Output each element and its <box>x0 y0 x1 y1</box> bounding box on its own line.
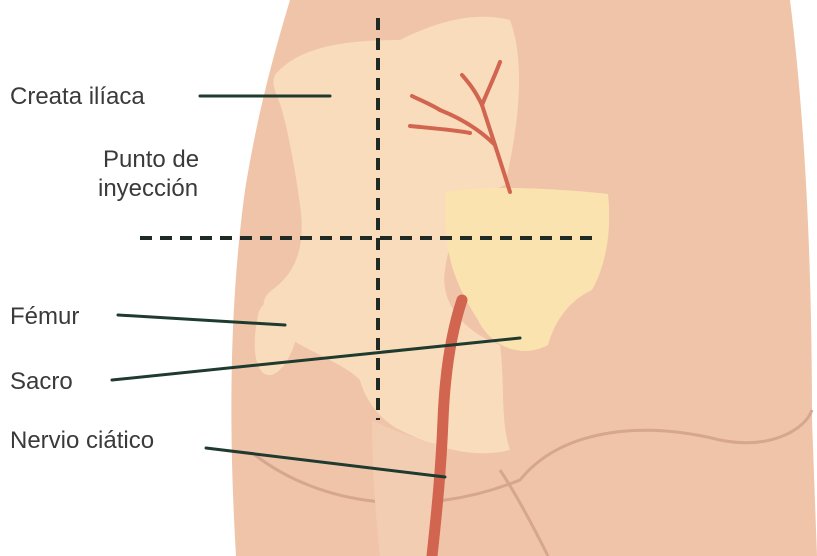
label-cresta-iliaca: Creata ilíaca <box>10 83 145 110</box>
label-nervio-ciatico: Nervio ciático <box>10 427 154 454</box>
label-sacro: Sacro <box>10 368 73 395</box>
label-punto-inyeccion-line1: Punto de <box>103 146 199 173</box>
label-punto-inyeccion-line2: inyección <box>98 175 198 202</box>
label-femur: Fémur <box>10 303 79 330</box>
